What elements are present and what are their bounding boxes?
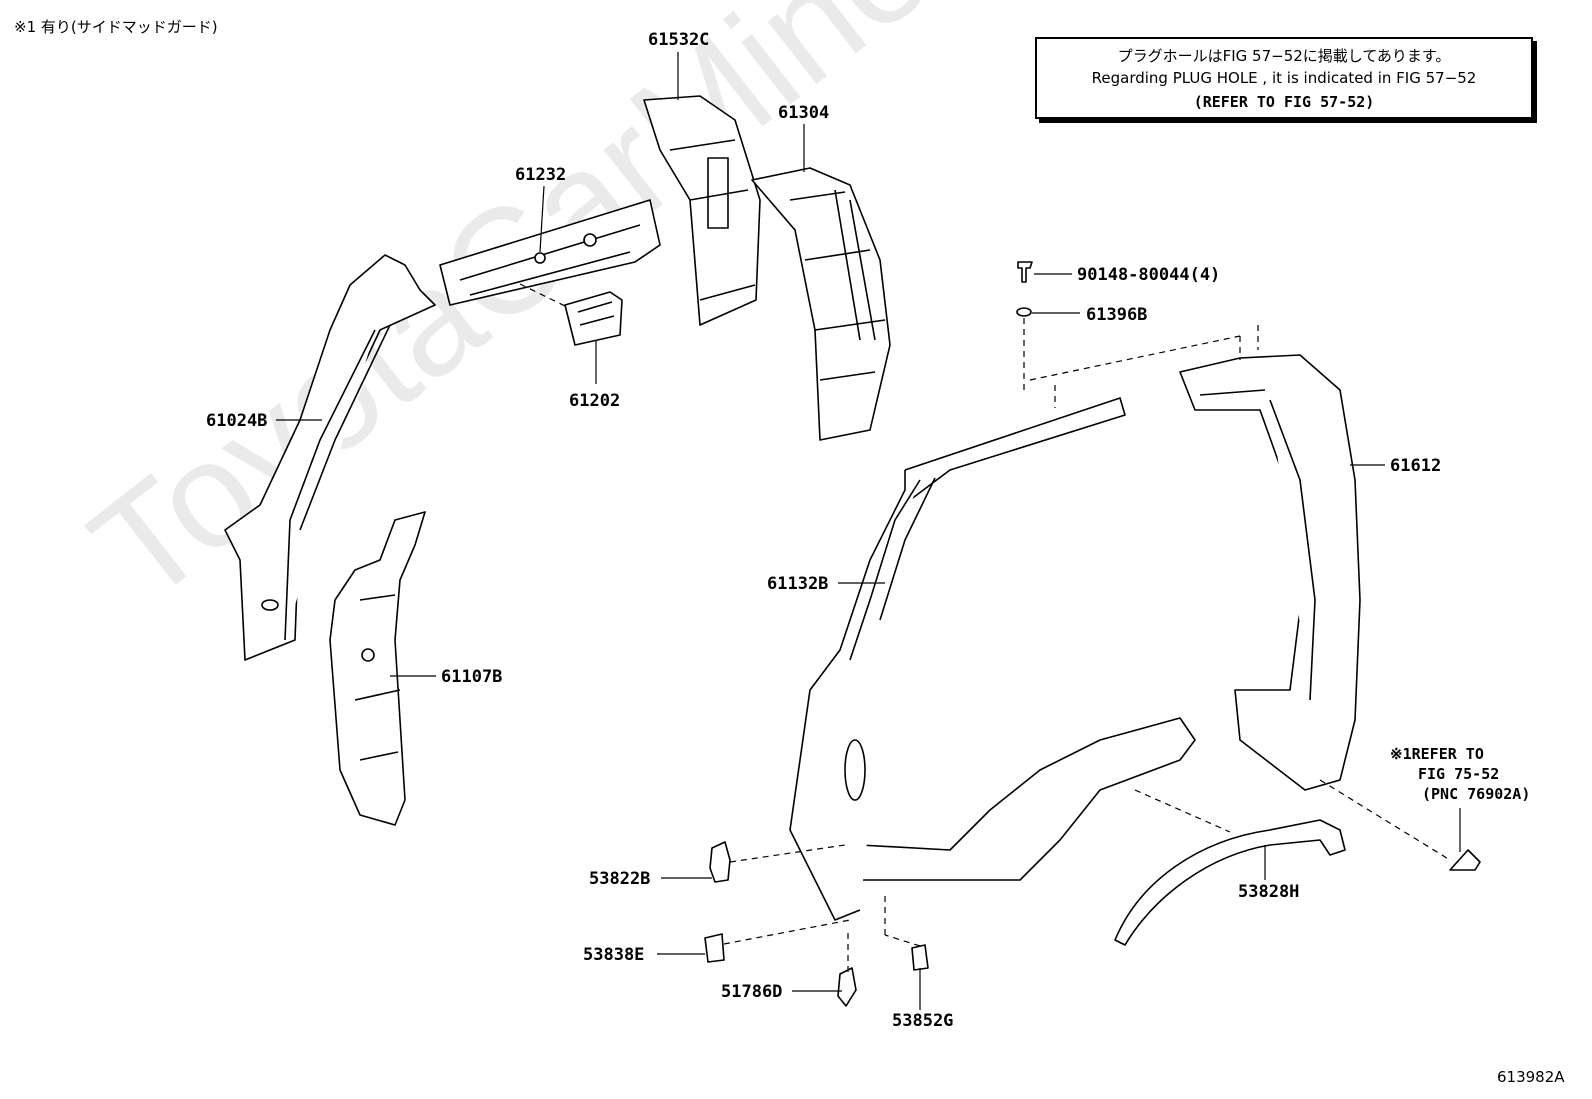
- part-label-61202[interactable]: 61202: [569, 391, 621, 411]
- part-61304-drawing: [751, 167, 891, 441]
- part-61132b-drawing: [789, 397, 1196, 921]
- part-61232-drawing: [439, 199, 661, 306]
- refer-note-line-2: FIG 75-52: [1418, 765, 1500, 783]
- part-label-53828h[interactable]: 53828H: [1238, 882, 1300, 902]
- part-label-61107b[interactable]: 61107B: [441, 667, 503, 687]
- note-line-2: Regarding PLUG HOLE , it is indicated in…: [1091, 69, 1477, 87]
- part-51786d-drawing: [837, 967, 857, 1007]
- part-label-53822b[interactable]: 53822B: [589, 869, 651, 889]
- part-61024b-drawing: [224, 254, 436, 661]
- part-label-61304[interactable]: 61304: [778, 103, 830, 123]
- part-label-61024b[interactable]: 61024B: [206, 411, 268, 431]
- part-label-61132b[interactable]: 61132B: [767, 574, 829, 594]
- part-label-53852g[interactable]: 53852G: [892, 1011, 954, 1031]
- figure-id: 613982A: [1497, 1068, 1565, 1086]
- part-53828h-drawing: [1114, 819, 1346, 946]
- part-label-61612[interactable]: 61612: [1390, 456, 1442, 476]
- part-53852g-drawing: [911, 944, 929, 971]
- part-label-61232[interactable]: 61232: [515, 165, 567, 185]
- part-90148-drawing: [1017, 261, 1033, 283]
- part-label-61396b[interactable]: 61396B: [1086, 305, 1148, 325]
- part-61396b-drawing: [1016, 307, 1032, 317]
- refer-note-line-3: (PNC 76902A): [1422, 785, 1531, 803]
- plug-hole-note-box: プラグホールはFIG 57−52に掲載してあります。 Regarding PLU…: [1035, 37, 1533, 119]
- part-53822b-drawing: [709, 841, 731, 883]
- note-line-1: プラグホールはFIG 57−52に掲載してあります。: [1117, 47, 1451, 65]
- part-label-53838e[interactable]: 53838E: [583, 945, 645, 965]
- part-label-90148-80044[interactable]: 90148-80044(4): [1077, 265, 1221, 285]
- part-61612-drawing: [1179, 354, 1361, 791]
- part-label-51786d[interactable]: 51786D: [721, 982, 783, 1002]
- mudguard-clip-drawing: [1449, 849, 1481, 871]
- part-label-61532c[interactable]: 61532C: [648, 30, 710, 50]
- refer-note-line-1: ※1REFER TO: [1390, 745, 1484, 763]
- note-line-3[interactable]: (REFER TO FIG 57-52): [1193, 93, 1375, 111]
- part-61107b-drawing: [329, 511, 426, 826]
- part-53838e-drawing: [704, 933, 725, 963]
- part-61202-drawing: [564, 291, 623, 346]
- refer-note-mudguard[interactable]: ※1REFER TO FIG 75-52 (PNC 76902A): [1390, 744, 1530, 804]
- header-note: ※1 有り(サイドマッドガード): [14, 18, 218, 36]
- part-61532c-drawing: [643, 95, 761, 326]
